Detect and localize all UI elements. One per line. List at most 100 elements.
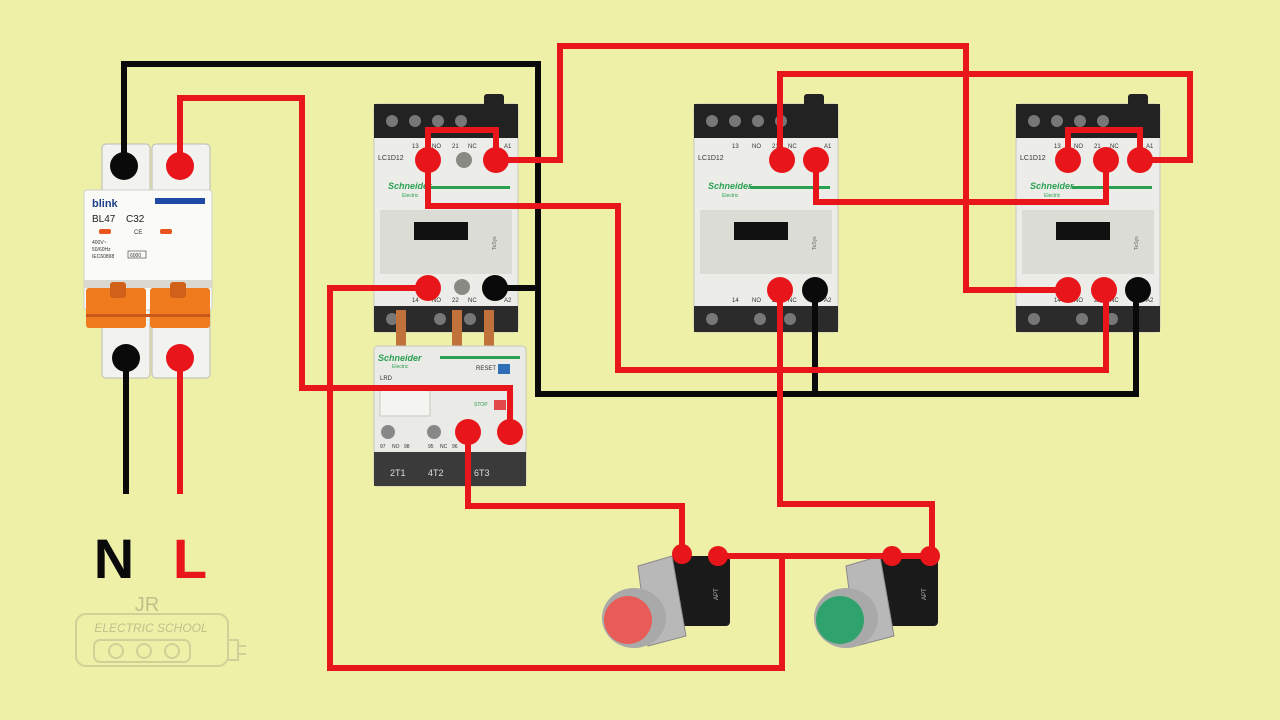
breaker-rating: C32 [126, 214, 145, 225]
stop-button-cap[interactable] [604, 596, 652, 644]
contactor-3-tno: NO [1074, 144, 1083, 150]
contactor-1-ta1: A1 [504, 144, 512, 150]
contactor-1-a2-terminal[interactable] [482, 275, 508, 301]
relay-sub: Electric [392, 364, 409, 370]
stop-push-button[interactable]: APT [602, 555, 730, 648]
breaker-l-bottom-terminal[interactable] [166, 344, 194, 372]
stop-feed-wire [465, 430, 685, 552]
start-button-cap[interactable] [816, 596, 864, 644]
relay-aux-no: NO [392, 444, 400, 450]
breaker-capacity: 6000 [130, 253, 141, 259]
contactor-2-tnc: NC [788, 144, 797, 150]
contactor-1-t13: 13 [412, 144, 419, 150]
contactor-2-no14-terminal[interactable] [767, 277, 793, 303]
contactor-3-t21: 21 [1094, 144, 1101, 150]
contactor-3: LC1D12 13 NO 21 NC A1 Schneider Electric… [1015, 94, 1161, 333]
contactor-2-sub: Electric [722, 193, 739, 199]
contactor-1: LC1D12 13 NO 21 NC A1 Schneider Electric… [373, 94, 519, 333]
breaker-brand: blink [92, 198, 119, 210]
terminal-dots [110, 147, 1153, 566]
contactor-2-brand: Schneider [708, 181, 752, 191]
contactor-1-bno: NO [432, 298, 441, 304]
contactor-3-b14: 14 [1054, 298, 1061, 304]
contactor-1-side: TeSys [492, 236, 498, 250]
contactor-1-no13-terminal[interactable] [415, 147, 441, 173]
contactor-1-interlock-wire [425, 160, 1109, 373]
contactor-3-no13-terminal[interactable] [1055, 147, 1081, 173]
relay-aux-97: 97 [380, 444, 386, 450]
breaker-n-bottom-terminal[interactable] [112, 344, 140, 372]
neutral-label: N [94, 527, 134, 590]
contactor-2-a1-wire [813, 160, 1109, 205]
contactor-2-b14: 14 [732, 298, 739, 304]
contactor-3-nc22-terminal[interactable] [1091, 277, 1117, 303]
breaker-n-top-terminal[interactable] [110, 152, 138, 180]
relay-95-terminal[interactable] [455, 419, 481, 445]
relay-96-terminal[interactable] [497, 419, 523, 445]
contactor-2-a1-terminal[interactable] [803, 147, 829, 173]
contactor-2-model: LC1D12 [698, 155, 724, 162]
contactor-2-side: TeSys [812, 236, 818, 250]
contactor-1-a1-wire [496, 43, 1068, 293]
relay-out-4t2: 4T2 [428, 468, 444, 478]
breaker-spec-1: 400V~ [92, 240, 107, 246]
neutral-feed-wire [121, 61, 1139, 397]
breaker-l-top-terminal[interactable] [166, 152, 194, 180]
contactor-3-ba2: A2 [1146, 298, 1154, 304]
overload-relay: Schneider Electric RESET LRD STOP 97 NO … [373, 310, 527, 487]
contactor-2: LC1D12 13 NO 21 NC A1 Schneider Electric… [693, 94, 839, 333]
contactor-3-t13: 13 [1054, 144, 1061, 150]
contactor-3-no14-terminal[interactable] [1055, 277, 1081, 303]
breaker-model: BL47 [92, 214, 116, 225]
contactor-2-t13: 13 [732, 144, 739, 150]
red-wires [177, 43, 1193, 671]
stop-button-terminal-2[interactable] [708, 546, 728, 566]
contactor-1-sub: Electric [402, 193, 419, 199]
contactor-2-a2-terminal[interactable] [802, 277, 828, 303]
contactor-2-nc-wire [777, 71, 1193, 163]
breaker-spec-2: 50/60Hz [92, 247, 111, 253]
contactor-1-t21: 21 [452, 144, 459, 150]
watermark-text: ELECTRIC SCHOOL [94, 621, 207, 635]
contactor-1-tnc: NC [468, 144, 477, 150]
stop-button-brand: APT [714, 588, 720, 600]
breaker-toggle-l[interactable] [150, 288, 210, 328]
start-feed-wire [327, 285, 785, 671]
contactor-3-bno: NO [1074, 298, 1083, 304]
contactor-2-tno: NO [752, 144, 761, 150]
contactor-3-nc21-terminal[interactable] [1093, 147, 1119, 173]
start-button-brand: APT [922, 588, 928, 600]
stop-button-terminal-1[interactable] [672, 544, 692, 564]
contactor-3-a2-terminal[interactable] [1125, 277, 1151, 303]
watermark: JR ELECTRIC SCHOOL [75, 594, 246, 667]
contactor-3-ta1: A1 [1146, 144, 1154, 150]
contactor-2-nc-top-terminal[interactable] [769, 147, 795, 173]
breaker-cert: CE [134, 230, 142, 236]
breaker-toggle-n[interactable] [86, 288, 146, 328]
start-push-button[interactable]: APT [814, 555, 938, 648]
contactor-2-bnc: NC [788, 298, 797, 304]
contactor-3-side: TeSys [1134, 236, 1140, 250]
contactor-2-t21: 21 [772, 144, 779, 150]
relay-aux-nc: NC [440, 444, 448, 450]
contactor-1-no14-terminal[interactable] [415, 275, 441, 301]
contactor-3-a1-terminal[interactable] [1127, 147, 1153, 173]
contactor-1-a1-terminal[interactable] [483, 147, 509, 173]
contactor-3-tnc: NC [1110, 144, 1119, 150]
contactor-3-brand: Schneider [1030, 181, 1074, 191]
contactor-3-sub: Electric [1044, 193, 1061, 199]
relay-stop-button[interactable] [494, 400, 506, 410]
relay-reset-label: RESET [476, 366, 496, 372]
line-feed-wire [177, 95, 513, 430]
relay-aux-98: 98 [404, 444, 410, 450]
contactor-3-holding-wire [1065, 127, 1143, 160]
start-button-terminal-1[interactable] [882, 546, 902, 566]
relay-stop-label: STOP [474, 402, 488, 408]
start-button-terminal-2[interactable] [920, 546, 940, 566]
relay-reset-button[interactable] [498, 364, 510, 374]
breaker-spec-3: IEC60898 [92, 254, 114, 260]
contactor-2-bno: NO [752, 298, 761, 304]
contactor-1-holding-wire [425, 127, 499, 160]
contactor-1-brand: Schneider [388, 181, 432, 191]
